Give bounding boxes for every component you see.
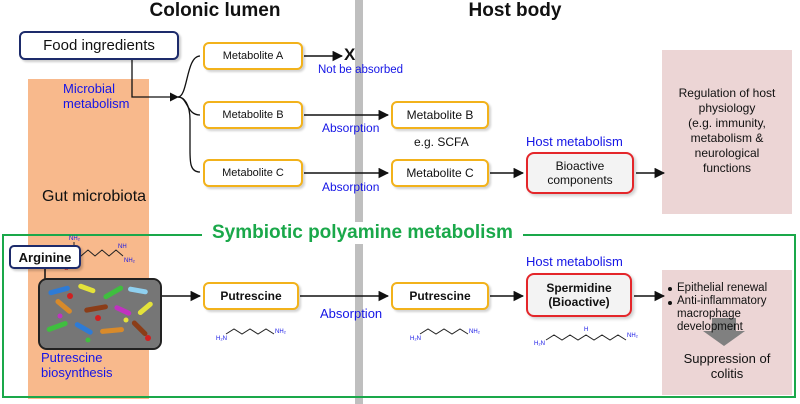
not-absorbed-label: Not be absorbed: [318, 64, 404, 76]
host-metabolism-label-top: Host metabolism: [526, 134, 623, 149]
bullet-epithelial: Epithelial renewal: [677, 282, 768, 294]
arginine-label: Arginine: [18, 249, 72, 265]
putrescine-host-box: Putrescine: [391, 282, 489, 310]
absorption-label-b: Absorption: [322, 121, 380, 135]
putrescine-structure-1-icon: [225, 328, 275, 335]
metabolite-b-label: Metabolite B: [222, 109, 284, 121]
metabolite-b-host-label: Metabolite B: [406, 108, 474, 122]
putrescine-lumen-label: Putrescine: [220, 289, 282, 303]
bullet-macrophage: macrophage: [677, 308, 741, 320]
metabolite-c-box: Metabolite C: [203, 159, 303, 187]
microbial-metabolism-label: Microbial metabolism: [63, 81, 130, 111]
metabolite-a-label: Metabolite A: [222, 50, 284, 62]
down-arrow-icon: [703, 318, 745, 346]
metabolite-a-box: Metabolite A: [203, 42, 303, 70]
svg-text:H: H: [584, 327, 588, 333]
absorption-label-putrescine: Absorption: [320, 306, 383, 321]
metabolite-c-label: Metabolite C: [222, 167, 284, 179]
spermidine-box: Spermidine (Bioactive): [526, 273, 632, 317]
arginine-box: Arginine: [9, 245, 81, 269]
scfa-label: e.g. SCFA: [414, 135, 469, 149]
svg-text:H₂N: H₂N: [216, 336, 227, 342]
food-ingredients-label: Food ingredients: [43, 37, 155, 54]
bacteria-icon: [40, 280, 160, 348]
absorption-label-c: Absorption: [322, 180, 380, 194]
symbiotic-title: Symbiotic polyamine metabolism: [202, 222, 523, 244]
food-ingredients-box: Food ingredients: [19, 31, 179, 60]
bullet-development: development: [677, 321, 743, 333]
spermidine-line-1: Spermidine: [546, 281, 612, 295]
lumen-host-divider: [355, 0, 363, 404]
metabolite-c-host-label: Metabolite C: [406, 166, 474, 180]
svg-text:NH₂: NH₂: [275, 329, 287, 335]
metabolite-c-host-box: Metabolite C: [391, 159, 489, 187]
bioactive-line-1: Bioactive: [555, 159, 605, 173]
regulation-text: Regulation of host physiology (e.g. immu…: [678, 86, 776, 175]
svg-text:NH₂: NH₂: [124, 258, 136, 264]
bullet-anti-inflammatory: Anti-inflammatory: [677, 295, 767, 307]
host-body-header: Host body: [468, 0, 562, 21]
svg-text:O: O: [64, 266, 69, 272]
metabolite-b-host-box: Metabolite B: [391, 101, 489, 129]
bioactive-components-box: Bioactive components: [526, 152, 634, 194]
svg-text:NH: NH: [118, 244, 127, 250]
bioactive-line-2: components: [547, 173, 613, 187]
food-to-metabolites: [131, 55, 201, 173]
svg-text:NH₂: NH₂: [469, 329, 481, 335]
host-metabolism-label-bottom: Host metabolism: [526, 254, 623, 269]
putrescine-structure-2-icon: [419, 328, 469, 335]
metabolite-b-box: Metabolite B: [203, 101, 303, 129]
putrescine-lumen-box: Putrescine: [203, 282, 299, 310]
suppression-text: Suppression of colitis: [683, 351, 771, 381]
putrescine-host-label: Putrescine: [409, 289, 471, 303]
svg-text:H₂N: H₂N: [534, 341, 545, 347]
cross-mark: X: [344, 45, 356, 64]
spermidine-structure-icon: [545, 334, 627, 341]
gut-microbiota-label: Gut microbiota: [42, 188, 147, 205]
svg-text:NH₂: NH₂: [69, 236, 81, 242]
bullet-dot: [668, 287, 672, 291]
colonic-lumen-header: Colonic lumen: [149, 0, 281, 21]
putrescine-biosynthesis-label: Putrescine biosynthesis: [41, 350, 113, 380]
svg-text:H₂N: H₂N: [410, 336, 421, 342]
svg-text:NH₂: NH₂: [627, 333, 639, 339]
outcome-bullets: Epithelial renewal Anti-inflammatory mac…: [677, 282, 767, 334]
regulation-region: [662, 50, 792, 214]
bacteria-image: [38, 278, 162, 350]
spermidine-line-2: (Bioactive): [548, 295, 610, 309]
bullet-dot: [668, 301, 672, 305]
